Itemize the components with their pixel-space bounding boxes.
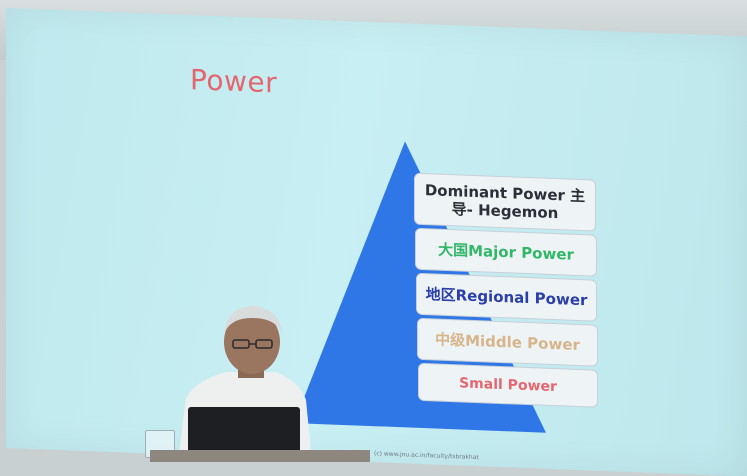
speaker bbox=[178, 306, 312, 462]
lectern bbox=[150, 450, 370, 462]
laptop bbox=[188, 407, 300, 455]
projected-slide: Power Dominant Power 主导- Hegemon 大国Major… bbox=[6, 8, 747, 476]
